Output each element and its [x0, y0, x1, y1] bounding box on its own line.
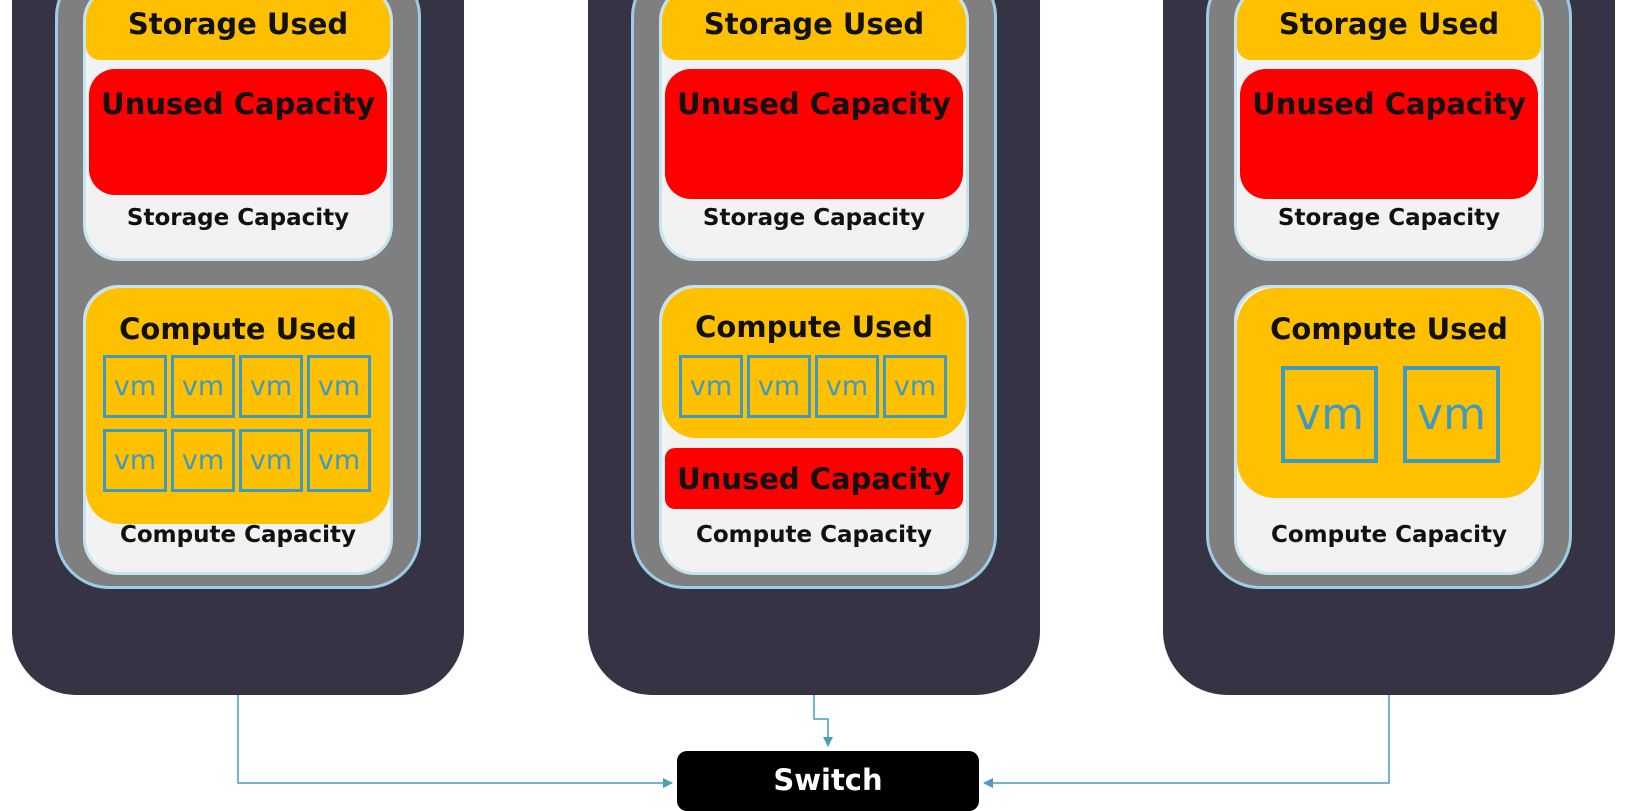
compute-capacity-box: Compute Used vm vm vm vm Unused Capacity…	[659, 285, 969, 575]
host-2-inner: Storage Used Unused Capacity Storage Cap…	[631, 0, 997, 589]
compute-unused-label: Unused Capacity	[677, 461, 951, 496]
vm-icon: vm	[1403, 366, 1500, 463]
storage-unused-label: Unused Capacity	[101, 87, 375, 121]
compute-used-bar: Compute Used	[1237, 288, 1541, 498]
storage-unused-bar: Unused Capacity	[665, 69, 963, 199]
vm-icon: vm	[239, 355, 303, 418]
compute-used-label: Compute Used	[119, 312, 357, 346]
compute-capacity-label: Compute Capacity	[1271, 522, 1507, 548]
vm-icon: vm	[171, 355, 235, 418]
host-3-inner: Storage Used Unused Capacity Storage Cap…	[1206, 0, 1572, 589]
compute-capacity-box: Compute Used vm vm vm vm vm vm vm vm Com…	[83, 285, 393, 575]
compute-used-label: Compute Used	[695, 310, 933, 344]
link-host-3	[983, 695, 1390, 788]
vm-icon: vm	[103, 355, 167, 418]
storage-capacity-label: Storage Capacity	[1277, 205, 1501, 231]
storage-capacity-box: Storage Used Unused Capacity Storage Cap…	[83, 0, 393, 261]
compute-unused-bar: Unused Capacity	[665, 448, 963, 509]
storage-unused-label: Unused Capacity	[677, 87, 951, 121]
storage-used-bar: Storage Used	[1237, 0, 1541, 60]
storage-unused-bar: Unused Capacity	[89, 69, 387, 195]
compute-capacity-label: Compute Capacity	[120, 522, 356, 548]
vm-icon: vm	[1281, 366, 1378, 463]
storage-used-label: Storage Used	[1278, 7, 1500, 41]
storage-capacity-box: Storage Used Unused Capacity Storage Cap…	[659, 0, 969, 261]
vm-icon: vm	[103, 429, 167, 492]
storage-used-label: Storage Used	[703, 7, 925, 41]
compute-used-label: Compute Used	[1270, 312, 1508, 346]
vm-icon: vm	[883, 355, 947, 418]
storage-used-bar: Storage Used	[86, 0, 390, 60]
link-host-2	[813, 695, 833, 747]
compute-used-bar: Compute Used	[662, 288, 966, 438]
link-host-1	[237, 695, 673, 788]
host-3: Storage Used Unused Capacity Storage Cap…	[1163, 0, 1615, 695]
vm-icon: vm	[239, 429, 303, 492]
host-1-inner: Storage Used Unused Capacity Storage Cap…	[55, 0, 421, 589]
vm-icon: vm	[679, 355, 743, 418]
vm-icon: vm	[747, 355, 811, 418]
vm-icon: vm	[307, 429, 371, 492]
storage-used-label: Storage Used	[127, 7, 349, 41]
storage-capacity-label: Storage Capacity	[702, 205, 926, 231]
host-1: Storage Used Unused Capacity Storage Cap…	[12, 0, 464, 695]
vm-icon: vm	[815, 355, 879, 418]
compute-capacity-box: Compute Used vm vm Compute Capacity	[1234, 285, 1544, 575]
network-switch: Switch	[677, 751, 979, 811]
storage-capacity-label: Storage Capacity	[126, 205, 350, 231]
vm-icon: vm	[307, 355, 371, 418]
storage-capacity-box: Storage Used Unused Capacity Storage Cap…	[1234, 0, 1544, 261]
compute-used-bar: Compute Used	[86, 288, 390, 524]
host-2: Storage Used Unused Capacity Storage Cap…	[588, 0, 1040, 695]
storage-used-bar: Storage Used	[662, 0, 966, 60]
storage-unused-label: Unused Capacity	[1252, 87, 1526, 121]
vm-icon: vm	[171, 429, 235, 492]
storage-unused-bar: Unused Capacity	[1240, 69, 1538, 199]
compute-capacity-label: Compute Capacity	[696, 522, 932, 548]
switch-label: Switch	[773, 763, 883, 797]
